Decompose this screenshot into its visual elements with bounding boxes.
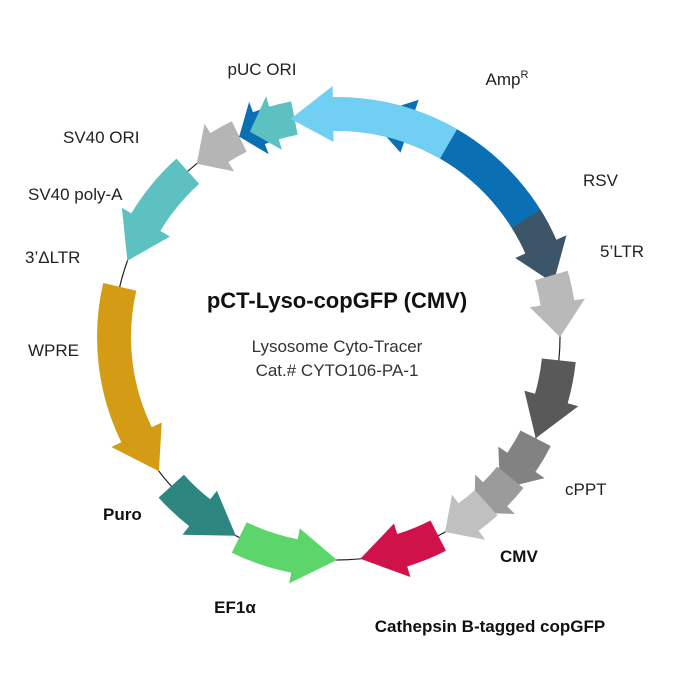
feature-label-ef1a: EF1α xyxy=(214,598,256,617)
plasmid-description: Lysosome Cyto-Tracer xyxy=(252,337,423,356)
feature-arrow-sv40ori xyxy=(249,96,298,150)
feature-arrow-copgfp xyxy=(231,522,337,584)
feature-labels: AmpR RSV 5’LTR cPPT CMV Cathepsin B-tagged co… xyxy=(25,60,644,636)
feature-label-cmv: CMV xyxy=(500,547,538,566)
plasmid-name: pCT-Lyso-copGFP (CMV) xyxy=(207,288,467,313)
feature-arrow-ef1a xyxy=(158,474,236,536)
feature-arrows xyxy=(97,86,585,584)
feature-arrow-ltr3 xyxy=(196,121,247,172)
feature-label-sv40ori: SV40 ORI xyxy=(63,128,140,147)
feature-label-puro: Puro xyxy=(103,505,142,524)
feature-arrow-puc xyxy=(290,86,457,159)
feature-arrow-cmv xyxy=(360,520,446,577)
feature-arrow-ltr5 xyxy=(529,270,585,337)
feature-label-rsv: RSV xyxy=(583,171,619,190)
feature-arrow-mid-gray xyxy=(498,430,551,490)
feature-label-superscript: R xyxy=(521,69,529,81)
feature-arrow-gray xyxy=(474,466,524,514)
feature-arrow-wpre xyxy=(121,158,200,261)
feature-label-ltr5: 5’LTR xyxy=(600,242,644,261)
feature-label-ampr: AmpR xyxy=(486,69,529,89)
feature-label-puc: pUC ORI xyxy=(228,60,297,79)
feature-label-copgfp: Cathepsin B-tagged copGFP xyxy=(375,617,605,636)
feature-label-ltr3: 3’ΔLTR xyxy=(25,248,80,267)
feature-arrow-cppt xyxy=(445,490,498,540)
feature-label-cppt: cPPT xyxy=(565,480,607,499)
feature-label-wpre: WPRE xyxy=(28,341,79,360)
feature-arrow-puro xyxy=(97,283,162,472)
feature-arrow-dark-gray xyxy=(524,358,579,439)
feature-arrow-rsv xyxy=(511,209,567,284)
catalog-number: Cat.# CYTO106-PA-1 xyxy=(256,361,419,380)
feature-label-sv40polya: SV40 poly-A xyxy=(28,185,123,204)
